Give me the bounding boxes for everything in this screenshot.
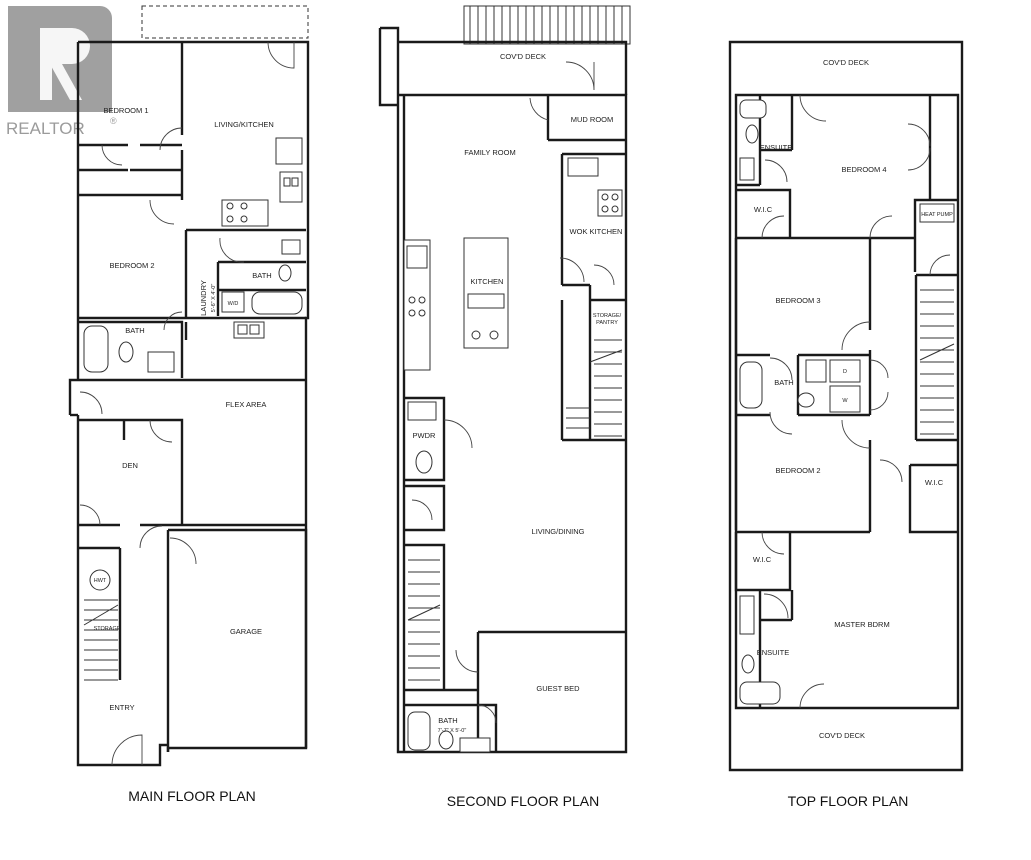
- room-label-mud-room: MUD ROOM: [571, 115, 614, 124]
- room-label-ensuite-top: ENSUITE: [760, 143, 793, 152]
- room-label-bedroom-2: BEDROOM 2: [109, 261, 154, 270]
- room-label-wok-kitchen: WOK KITCHEN: [570, 227, 623, 236]
- dryer-label: D: [843, 369, 847, 375]
- room-label-ensuite-bottom: ENSUITE: [757, 648, 790, 657]
- room-label-den: DEN: [122, 461, 138, 470]
- room-label-pwdr: PWDR: [413, 431, 436, 440]
- room-label-bath-top: BATH: [774, 378, 793, 387]
- room-label-wic-3: W.I.C: [753, 555, 772, 564]
- room-label-bath-lower: BATH: [125, 326, 144, 335]
- realtor-logo-mark: ®: [110, 116, 117, 126]
- room-label-bedroom-2-top: BEDROOM 2: [775, 466, 820, 475]
- hwt-label: HWT: [94, 578, 107, 584]
- washer-label: W: [842, 398, 848, 404]
- room-label-bedroom-3: BEDROOM 3: [775, 296, 820, 305]
- room-label-living-dining: LIVING/DINING: [532, 527, 585, 536]
- room-label-garage: GARAGE: [230, 627, 262, 636]
- main-floor-plan: BEDROOM 1 LIVING/KITCHEN BEDROOM 2 BATH …: [68, 5, 310, 804]
- top-floor-title: TOP FLOOR PLAN: [788, 793, 909, 809]
- realtor-logo-text: REALTOR: [6, 119, 85, 138]
- bath-size: 7'-7" X 5'-0": [438, 728, 467, 734]
- room-label-bedroom-1: BEDROOM 1: [103, 106, 148, 115]
- laundry-size: 5'-6" X 4'-0": [211, 284, 217, 313]
- room-label-wic-2: W.I.C: [925, 478, 944, 487]
- second-floor-plan: COV'D DECK MUD ROOM FAMILY ROOM WOK KITC…: [378, 5, 631, 809]
- room-label-entry: ENTRY: [109, 703, 134, 712]
- room-label-storage: STORAGE/: [593, 313, 622, 319]
- room-label-bedroom-4: BEDROOM 4: [841, 165, 886, 174]
- room-label-guest-bed: GUEST BED: [536, 684, 580, 693]
- room-label-covd-deck-top: COV'D DECK: [823, 58, 869, 67]
- room-label-pantry: PANTRY: [596, 320, 618, 326]
- room-label-bath-second: BATH: [438, 716, 457, 725]
- washer-dryer-label: W/D: [228, 301, 239, 307]
- main-floor-title: MAIN FLOOR PLAN: [128, 788, 256, 804]
- heat-pump-label: HEAT PUMP: [921, 212, 953, 218]
- top-floor-plan: COV'D DECK ENSUITE BEDROOM 4 W.I.C HEAT …: [728, 40, 964, 809]
- room-label-flex-area: FLEX AREA: [226, 400, 267, 409]
- room-label-wic-1: W.I.C: [754, 205, 773, 214]
- realtor-logo: REALTOR ®: [6, 6, 117, 138]
- room-label-family-room: FAMILY ROOM: [464, 148, 515, 157]
- room-label-laundry: LAUNDRY: [199, 280, 208, 316]
- room-label-living-kitchen: LIVING/KITCHEN: [214, 120, 274, 129]
- room-label-kitchen: KITCHEN: [471, 277, 504, 286]
- room-label-covd-deck-bottom: COV'D DECK: [819, 731, 865, 740]
- room-label-master-bdrm: MASTER BDRM: [834, 620, 889, 629]
- second-floor-title: SECOND FLOOR PLAN: [447, 793, 599, 809]
- room-label-bath-upper: BATH: [252, 271, 271, 280]
- room-label-storage: STORAGE: [94, 626, 121, 632]
- room-label-covd-deck-second: COV'D DECK: [500, 52, 546, 61]
